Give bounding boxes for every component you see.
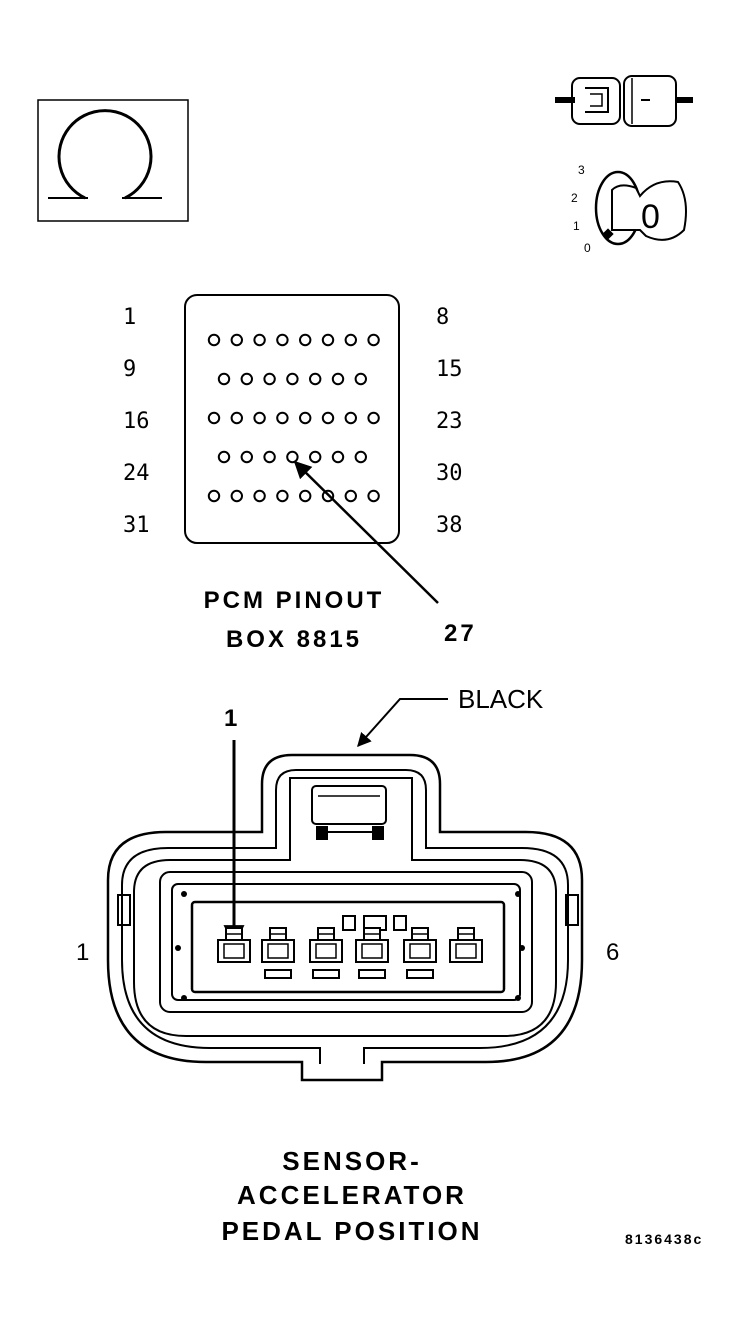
pcm-pin-34 <box>276 489 289 503</box>
sensor-left-pin-label: 1 <box>76 939 89 966</box>
sensor-terminal-3 <box>309 927 343 979</box>
pcm-row-label-left-3: 16 <box>123 409 150 434</box>
sensor-title-line1: SENSOR- <box>282 1146 421 1176</box>
pcm-pin-18 <box>253 411 266 425</box>
pcm-pin-3 <box>253 333 266 347</box>
pcm-row-label-left-1: 1 <box>123 305 136 330</box>
connector-plug-icon <box>555 75 693 127</box>
sensor-terminal-2 <box>261 927 295 979</box>
sensor-housing-inner <box>121 769 569 1064</box>
color-callout-arrow <box>357 698 448 748</box>
pcm-row-label-right-4: 30 <box>436 461 463 486</box>
ignition-key-icon: 3 2 1 0 0 <box>571 163 687 255</box>
sensor-terminal-1 <box>217 927 251 963</box>
pcm-pin-30 <box>354 450 367 464</box>
sensor-terminal-6 <box>449 927 483 963</box>
pcm-pin-4 <box>276 333 289 347</box>
pcm-row-label-right-1: 8 <box>436 305 449 330</box>
pcm-pin-27 <box>286 450 299 464</box>
pcm-pin-14 <box>331 372 345 386</box>
sensor-right-pin-label: 6 <box>606 939 619 966</box>
ignition-key-label: 0 <box>641 198 660 236</box>
pcm-pin-22 <box>344 411 357 425</box>
pcm-pin-16 <box>207 411 221 425</box>
sensor-title-line3: PEDAL POSITION <box>221 1216 482 1246</box>
sensor-terminal-row <box>217 927 483 979</box>
pcm-connector-face <box>184 294 400 544</box>
pcm-pin-5 <box>299 333 312 347</box>
pcm-pin-8 <box>367 333 380 347</box>
pcm-row-label-left-4: 24 <box>123 461 150 486</box>
ignition-pos-3: 3 <box>578 163 585 177</box>
pcm-row-label-left-5: 31 <box>123 513 150 538</box>
pcm-pin-29 <box>331 450 345 464</box>
terminal-cavity-area <box>190 900 506 994</box>
sensor-terminal-4 <box>355 927 389 979</box>
pcm-pin-20 <box>299 411 312 425</box>
pcm-pin-26 <box>263 450 276 464</box>
pcm-pin-37 <box>344 489 357 503</box>
pcm-pin-1 <box>207 333 221 347</box>
pcm-callout-arrow <box>293 460 439 604</box>
pcm-pin-32 <box>230 489 244 503</box>
pcm-pin-7 <box>344 333 357 347</box>
pcm-pin-15 <box>354 372 367 386</box>
pcm-pin-25 <box>240 450 254 464</box>
sensor-callout-pin: 1 <box>224 705 240 732</box>
sensor-color-label: BLACK <box>458 684 544 714</box>
pcm-pin-6 <box>321 333 335 347</box>
pcm-pin-13 <box>309 372 322 386</box>
pcm-pin-11 <box>263 372 276 386</box>
sensor-connector: BLACK 1 1 6 <box>76 684 619 1246</box>
pcm-pin-28 <box>309 450 322 464</box>
sensor-housing-outer <box>106 753 584 1082</box>
pcm-title-line2: BOX 8815 <box>226 626 362 653</box>
pcm-title-line1: PCM PINOUT <box>204 587 385 614</box>
pcm-callout-pin: 27 <box>444 620 477 647</box>
sensor-terminal-5 <box>403 927 437 979</box>
ohm-icon <box>37 99 189 222</box>
pcm-pin-24 <box>217 450 231 464</box>
pcm-pin-21 <box>321 411 335 425</box>
ignition-pos-1: 1 <box>573 219 580 233</box>
pcm-pinout: 1 9 16 24 31 8 15 23 30 38 27 PCM PINOUT… <box>123 294 477 653</box>
pcm-pin-23 <box>367 411 380 425</box>
pcm-pin-19 <box>276 411 289 425</box>
pcm-pin-10 <box>240 372 254 386</box>
pcm-pin-17 <box>230 411 244 425</box>
pcm-pin-33 <box>253 489 266 503</box>
sensor-title-line2: ACCELERATOR <box>237 1180 467 1210</box>
pcm-pin-2 <box>230 333 244 347</box>
pcm-row-label-right-2: 15 <box>436 357 463 382</box>
ignition-pos-0: 0 <box>584 241 591 255</box>
pcm-pin-35 <box>299 489 312 503</box>
pcm-pin-grid <box>207 333 380 503</box>
pcm-pin-38 <box>367 489 380 503</box>
figure-id: 8136438c <box>625 1231 703 1247</box>
pcm-pin-12 <box>286 372 299 386</box>
pcm-row-label-right-3: 23 <box>436 409 463 434</box>
pcm-row-label-right-5: 38 <box>436 513 463 538</box>
pcm-row-label-left-2: 9 <box>123 357 136 382</box>
locking-tab <box>311 785 387 840</box>
pcm-pin-9 <box>217 372 231 386</box>
pcm-pin-31 <box>207 489 221 503</box>
ignition-pos-2: 2 <box>571 191 578 205</box>
